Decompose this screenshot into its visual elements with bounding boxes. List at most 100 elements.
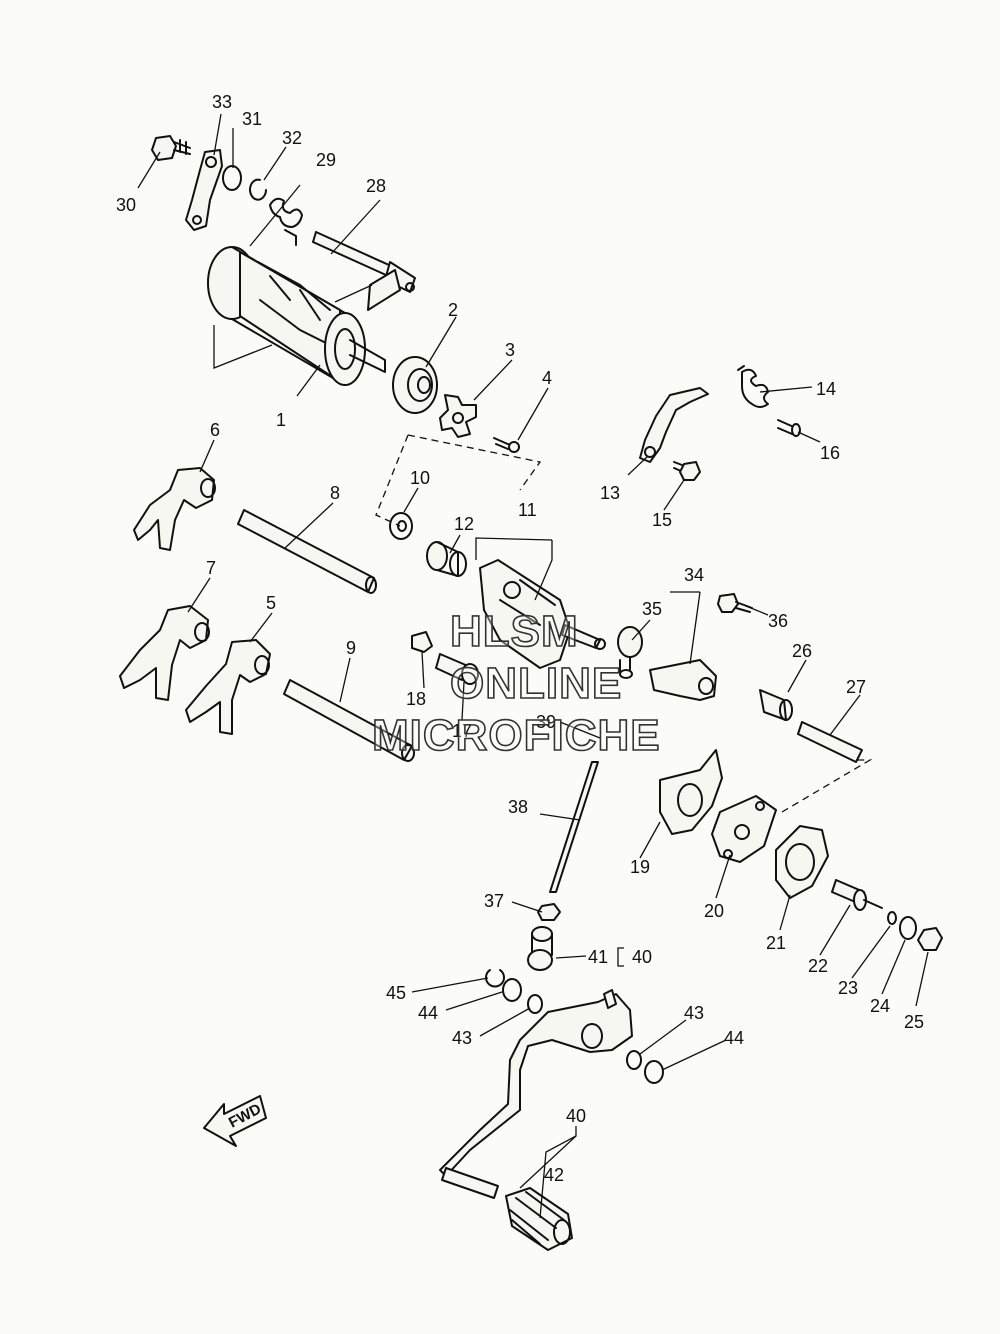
callout-23: 23 (838, 978, 858, 998)
callout-2: 2 (448, 300, 458, 320)
watermark-line-1: HLSM (450, 607, 579, 656)
callout-1: 1 (276, 410, 286, 430)
shift-fork-7 (119, 605, 210, 701)
segment-star (439, 394, 477, 438)
pedal-rubber (505, 1187, 573, 1251)
callout-14: 14 (816, 379, 836, 399)
o-ring (527, 994, 543, 1014)
shift-lever-joint (617, 626, 643, 679)
callout-labels: 1 2 3 4 5 6 7 8 9 10 11 12 13 14 15 16 1… (116, 92, 924, 1185)
washer (502, 978, 522, 1002)
segment (775, 825, 829, 899)
callout-31: 31 (242, 109, 262, 129)
stopper-lever (185, 149, 223, 231)
o-ring (626, 1050, 642, 1070)
shift-rod (549, 761, 599, 893)
callout-15: 15 (652, 510, 672, 530)
watermark-line-3: MICROFICHE (372, 711, 661, 760)
callout-7: 7 (206, 558, 216, 578)
bearing (392, 356, 438, 414)
callout-9: 9 (346, 638, 356, 658)
watermark: HLSM ONLINE MICROFICHE (371, 606, 661, 761)
return-spring (737, 365, 769, 408)
watermark-line-2: ONLINE (450, 659, 622, 708)
callout-38: 38 (508, 797, 528, 817)
washer (887, 911, 897, 925)
callout-30: 30 (116, 195, 136, 215)
plate (711, 795, 777, 863)
callout-32: 32 (282, 128, 302, 148)
washer (389, 512, 413, 540)
shift-lever (649, 659, 717, 701)
circlip (485, 969, 505, 988)
washer (222, 165, 242, 191)
leader-lines (137, 113, 929, 1219)
shift-pedal (439, 989, 633, 1199)
bolt (831, 879, 883, 911)
callout-42: 42 (544, 1165, 564, 1185)
callout-8: 8 (330, 483, 340, 503)
callout-44-right: 44 (724, 1028, 744, 1048)
callout-24: 24 (870, 996, 890, 1016)
screw (493, 437, 520, 453)
shift-guide-cam (659, 749, 723, 835)
collar (759, 689, 793, 721)
pin (777, 419, 801, 437)
callout-36: 36 (768, 611, 788, 631)
spring (269, 197, 303, 246)
callout-33: 33 (212, 92, 232, 112)
circlip (249, 178, 267, 201)
callout-5: 5 (266, 593, 276, 613)
fork-guide-bar-8 (237, 509, 377, 594)
callout-19: 19 (630, 857, 650, 877)
callout-22: 22 (808, 956, 828, 976)
bolt (435, 653, 479, 685)
washer (644, 1060, 664, 1084)
fork-guide-bar-9 (283, 679, 415, 762)
shift-drum (207, 246, 386, 386)
callout-4: 4 (542, 368, 552, 388)
stopper-arm (639, 387, 709, 463)
pin-shaft (797, 721, 863, 763)
callout-25: 25 (904, 1012, 924, 1032)
callout-35: 35 (642, 599, 662, 619)
collar (426, 541, 467, 577)
dashed-guides (375, 434, 873, 813)
bolt (673, 461, 701, 481)
rod-end-joint (527, 926, 553, 971)
callout-26: 26 (792, 641, 812, 661)
callout-28: 28 (366, 176, 386, 196)
washer (899, 916, 917, 940)
callout-27: 27 (846, 677, 866, 697)
bolt (717, 593, 753, 613)
bolt (151, 135, 191, 161)
shift-shaft (312, 231, 416, 311)
callout-20: 20 (704, 901, 724, 921)
callout-40-top: 40 (632, 947, 652, 967)
callout-39: 39 (536, 712, 556, 732)
callout-29: 29 (316, 150, 336, 170)
nut (537, 903, 561, 921)
shift-fork-5 (185, 639, 271, 735)
callout-3: 3 (505, 340, 515, 360)
callout-34: 34 (684, 565, 704, 585)
callout-41: 41 (588, 947, 608, 967)
callout-16: 16 (820, 443, 840, 463)
callout-10: 10 (410, 468, 430, 488)
callout-17: 17 (452, 721, 472, 741)
callout-40-bottom: 40 (566, 1106, 586, 1126)
callout-6: 6 (210, 420, 220, 440)
callout-43-left: 43 (452, 1028, 472, 1048)
callout-11: 11 (518, 500, 537, 520)
callout-18: 18 (406, 689, 426, 709)
callout-12: 12 (454, 514, 474, 534)
callout-43-right: 43 (684, 1003, 704, 1023)
fwd-arrow-icon: FWD (203, 1095, 267, 1147)
callout-45: 45 (386, 983, 406, 1003)
callout-37: 37 (484, 891, 504, 911)
shift-fork-6 (133, 467, 216, 551)
clip (411, 631, 433, 653)
callout-21: 21 (766, 933, 786, 953)
